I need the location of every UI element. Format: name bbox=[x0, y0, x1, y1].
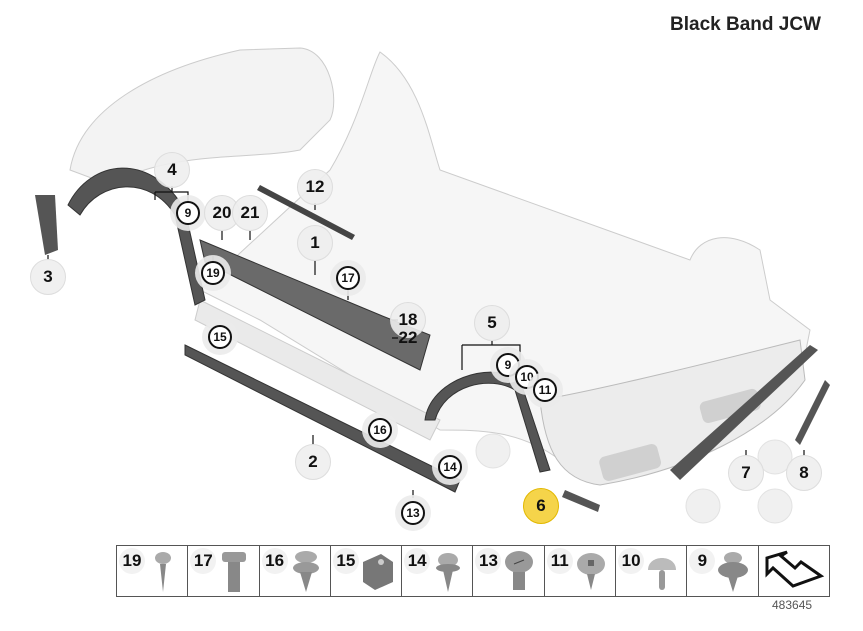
callout-3[interactable]: 3 bbox=[30, 259, 66, 295]
legend-number: 10 bbox=[618, 548, 645, 574]
expanding-clip-icon bbox=[222, 552, 247, 592]
callout-21[interactable]: 21 bbox=[232, 195, 268, 231]
legend-number: 14 bbox=[404, 548, 431, 574]
front-flap-part-3 bbox=[35, 195, 58, 255]
empty-callout bbox=[475, 433, 511, 469]
callout-4[interactable]: 4 bbox=[154, 152, 190, 188]
legend-item[interactable]: 19 bbox=[117, 546, 189, 596]
callout-19[interactable]: 19 bbox=[201, 261, 225, 285]
cap-rivet-icon bbox=[648, 558, 677, 590]
sill-strip-12 bbox=[257, 185, 355, 240]
rear-strip-7 bbox=[670, 345, 818, 480]
torx-screw-icon bbox=[576, 553, 605, 590]
legend-number: 19 bbox=[119, 548, 145, 574]
fastener-legend: 19 17 16 15 14 13 11 10 9 bbox=[116, 545, 830, 597]
callout-12[interactable]: 12 bbox=[297, 169, 333, 205]
legend-item-direction[interactable] bbox=[759, 546, 829, 596]
side-sill-1 bbox=[199, 239, 431, 371]
callout-2[interactable]: 2 bbox=[295, 444, 331, 480]
push-rivet-icon bbox=[292, 551, 319, 592]
legend-number: 17 bbox=[190, 548, 217, 574]
callout-11[interactable]: 11 bbox=[533, 378, 557, 402]
legend-item[interactable]: 17 bbox=[188, 546, 260, 596]
rear-bumper bbox=[539, 339, 806, 486]
legend-item[interactable]: 11 bbox=[545, 546, 617, 596]
legend-item[interactable]: 16 bbox=[260, 546, 331, 596]
clip-pin-icon bbox=[155, 552, 171, 592]
legend-number: 16 bbox=[261, 548, 288, 574]
front-wheel-arch-trim bbox=[67, 167, 206, 306]
callout-8[interactable]: 8 bbox=[786, 455, 822, 491]
rear-strip-8 bbox=[795, 380, 830, 445]
legend-number: 13 bbox=[475, 548, 502, 574]
legend-item[interactable]: 9 bbox=[687, 546, 759, 596]
callout-13[interactable]: 13 bbox=[401, 501, 425, 525]
legend-item[interactable]: 13 bbox=[473, 546, 545, 596]
rear-trim-6 bbox=[562, 490, 600, 512]
callout-17[interactable]: 17 bbox=[336, 266, 360, 290]
callout-18[interactable]: 18 bbox=[390, 302, 426, 338]
diagram-number: 483645 bbox=[772, 598, 813, 612]
callout-9[interactable]: 9 bbox=[176, 201, 200, 225]
front-bumper-outline bbox=[69, 47, 335, 186]
callout-16[interactable]: 16 bbox=[368, 418, 392, 442]
screw-rivet-icon bbox=[505, 551, 534, 590]
legend-item[interactable]: 10 bbox=[616, 546, 688, 596]
callout-5[interactable]: 5 bbox=[474, 305, 510, 341]
empty-callout bbox=[685, 488, 721, 524]
legend-number: 15 bbox=[332, 548, 359, 574]
rear-wheel-arch-trim-5 bbox=[424, 371, 551, 473]
legend-item[interactable]: 15 bbox=[331, 546, 403, 596]
legend-item[interactable]: 14 bbox=[402, 546, 474, 596]
diagram-title: Black Band JCW bbox=[670, 14, 821, 35]
legend-number: 9 bbox=[689, 548, 716, 574]
clip-nut-icon bbox=[362, 554, 393, 590]
arrow-direction-icon bbox=[765, 550, 824, 588]
callout-7[interactable]: 7 bbox=[728, 455, 764, 491]
callout-15[interactable]: 15 bbox=[208, 325, 232, 349]
empty-callout bbox=[757, 488, 793, 524]
callout-6-highlighted[interactable]: 6 bbox=[523, 488, 559, 524]
spreader-rivet-icon bbox=[436, 553, 461, 592]
callout-14[interactable]: 14 bbox=[438, 455, 462, 479]
legend-number: 11 bbox=[546, 548, 573, 574]
callout-22[interactable]: 22 bbox=[398, 328, 418, 347]
expanding-rivet-icon bbox=[718, 552, 749, 592]
callout-1[interactable]: 1 bbox=[297, 225, 333, 261]
